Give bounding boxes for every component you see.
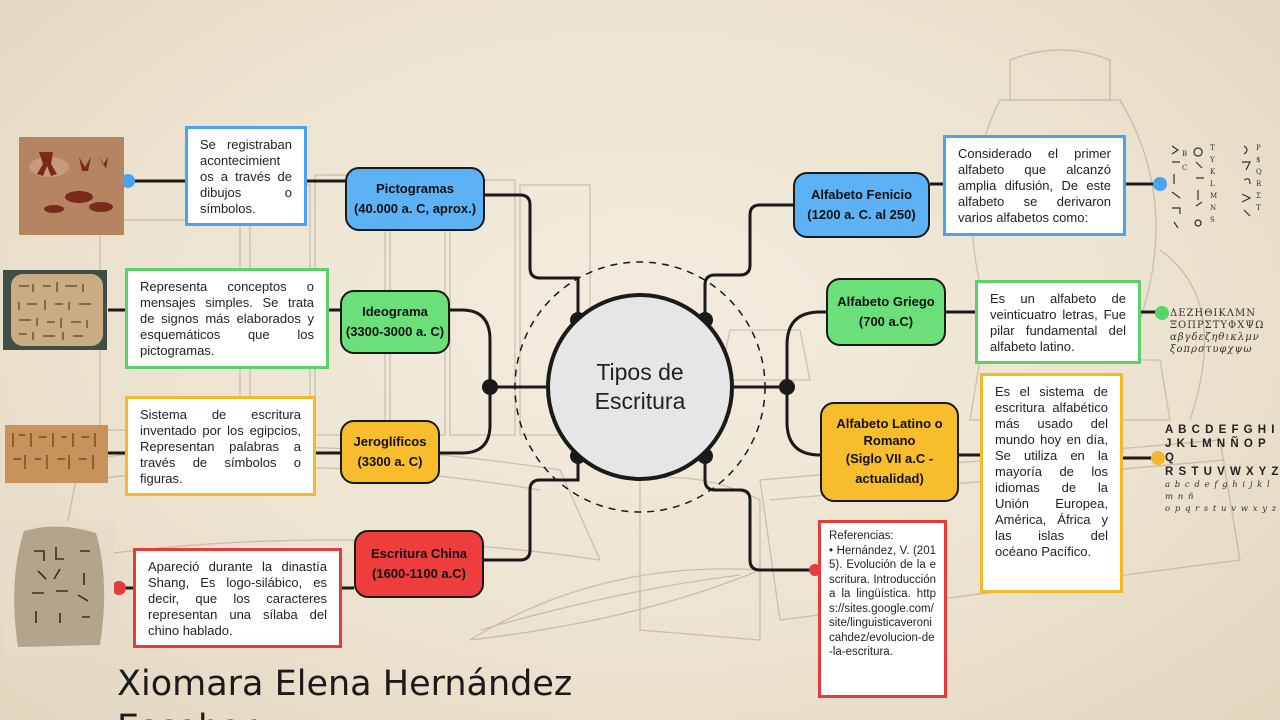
ideograma-label: Ideograma [362,304,428,319]
ideograma-date: (3300-3000 a. C) [345,324,445,339]
clay-tablet-image [3,270,107,350]
jeroglificos-label: Jeroglíficos [353,434,427,449]
latin-upper-2: J K L M N Ñ O P Q [1165,438,1267,464]
alfabeto-griego-node[interactable]: Alfabeto Griego (700 a.C) [826,278,946,346]
svg-text:R: R [1256,180,1262,188]
latin-upper-3: R S T U V W X Y Z [1165,466,1280,478]
alfabeto-latino-node[interactable]: Alfabeto Latino o Romano (Siglo VII a.C … [820,402,959,502]
greek-upper-glyphs: ΔΕΖΗΘΙΚΛΜΝ ΞΟΠΡΣΤΥΦΧΨΩ αβγδεζηθικλμν ξοπ… [1170,308,1280,356]
svg-text:C: C [1182,164,1188,172]
svg-text:T: T [1256,204,1262,212]
svg-text:S: S [1210,216,1216,224]
latin-upper-1: A B C D E F G H I [1165,424,1276,436]
pictogramas-label: Pictogramas [375,181,455,196]
jeroglificos-node[interactable]: Jeroglíficos (3300 a. C) [340,420,440,484]
svg-text:N: N [1210,204,1217,212]
svg-text:M: M [1210,192,1218,200]
svg-text:K: K [1210,168,1216,176]
jeroglificos-description: Sistema de escritura inventado por los e… [125,396,316,496]
escritura-china-label: Escritura China [370,546,468,561]
svg-text:L: L [1210,180,1216,188]
alfabeto-fenicio-date: (1200 a. C. al 250) [807,207,916,222]
svg-text:Q: Q [1256,168,1263,176]
svg-text:P: P [1256,144,1262,152]
jeroglificos-date: (3300 a. C) [357,454,423,469]
alfabeto-fenicio-node[interactable]: Alfabeto Fenicio (1200 a. C. al 250) [793,172,930,238]
latin-lower-1: a b c d e f g h i j k l m n ñ [1165,480,1271,502]
escritura-china-node[interactable]: Escritura China (1600-1100 a.C) [354,530,484,598]
alfabeto-latino-date: (Siglo VII a.C - actualidad) [845,451,934,486]
greek-upper-text: ΔΕΖΗΘΙΚΛΜΝ ΞΟΠΡΣΤΥΦΧΨΩ [1170,308,1265,331]
ideograma-node[interactable]: Ideograma (3300-3000 a. C) [340,290,450,354]
alfabeto-griego-description: Es un alfabeto de veinticuatro letras, F… [975,280,1141,364]
oracle-bone-image [4,521,114,654]
center-title: Tipos de Escritura [594,359,686,414]
cave-painting-image [19,137,124,235]
svg-text:$: $ [1256,156,1261,164]
latin-glyphs: A B C D E F G H I J K L M N Ñ O P Q R S … [1165,423,1280,515]
pictogramas-description: Se registraban acontecimient os a través… [185,126,307,226]
references-text: • Hernández, V. (2015). Evolución de la … [829,544,936,659]
center-node[interactable]: Tipos de Escritura [546,293,734,481]
alfabeto-griego-label: Alfabeto Griego [837,294,935,309]
alfabeto-griego-date: (700 a.C) [858,314,914,329]
latin-lower-2: o p q r s t u v w x y z [1165,504,1278,514]
pictogramas-date: (40.000 a. C, aprox.) [353,201,477,216]
escritura-china-description: Apareció durante la dinastía Shang, Es l… [133,548,342,648]
author-name: Xiomara Elena Hernández Escobar [117,664,573,720]
escritura-china-date: (1600-1100 a.C) [372,566,466,581]
hieroglyph-wall-image [5,425,108,483]
alfabeto-fenicio-label: Alfabeto Fenicio [810,187,913,202]
svg-text:Σ: Σ [1256,192,1262,200]
svg-text:B: B [1182,150,1188,158]
pictogramas-node[interactable]: Pictogramas (40.000 a. C, aprox.) [345,167,485,231]
alfabeto-latino-label: Alfabeto Latino o Romano [836,416,943,448]
svg-text:T: T [1210,144,1216,152]
alfabeto-latino-description: Es el sistema de escritura alfabético má… [980,373,1123,593]
alfabeto-fenicio-description: Considerado el primer alfabeto que alcan… [943,135,1126,236]
greek-lower-text: αβγδεζηθικλμν ξοπρστυφχψω [1170,332,1260,355]
references-title: Referencias: [829,530,894,542]
references-box: Referencias: • Hernández, V. (2015). Evo… [818,520,947,698]
ideograma-description: Representa conceptos o mensajes simples.… [125,268,329,369]
svg-text:Y: Y [1209,156,1216,164]
